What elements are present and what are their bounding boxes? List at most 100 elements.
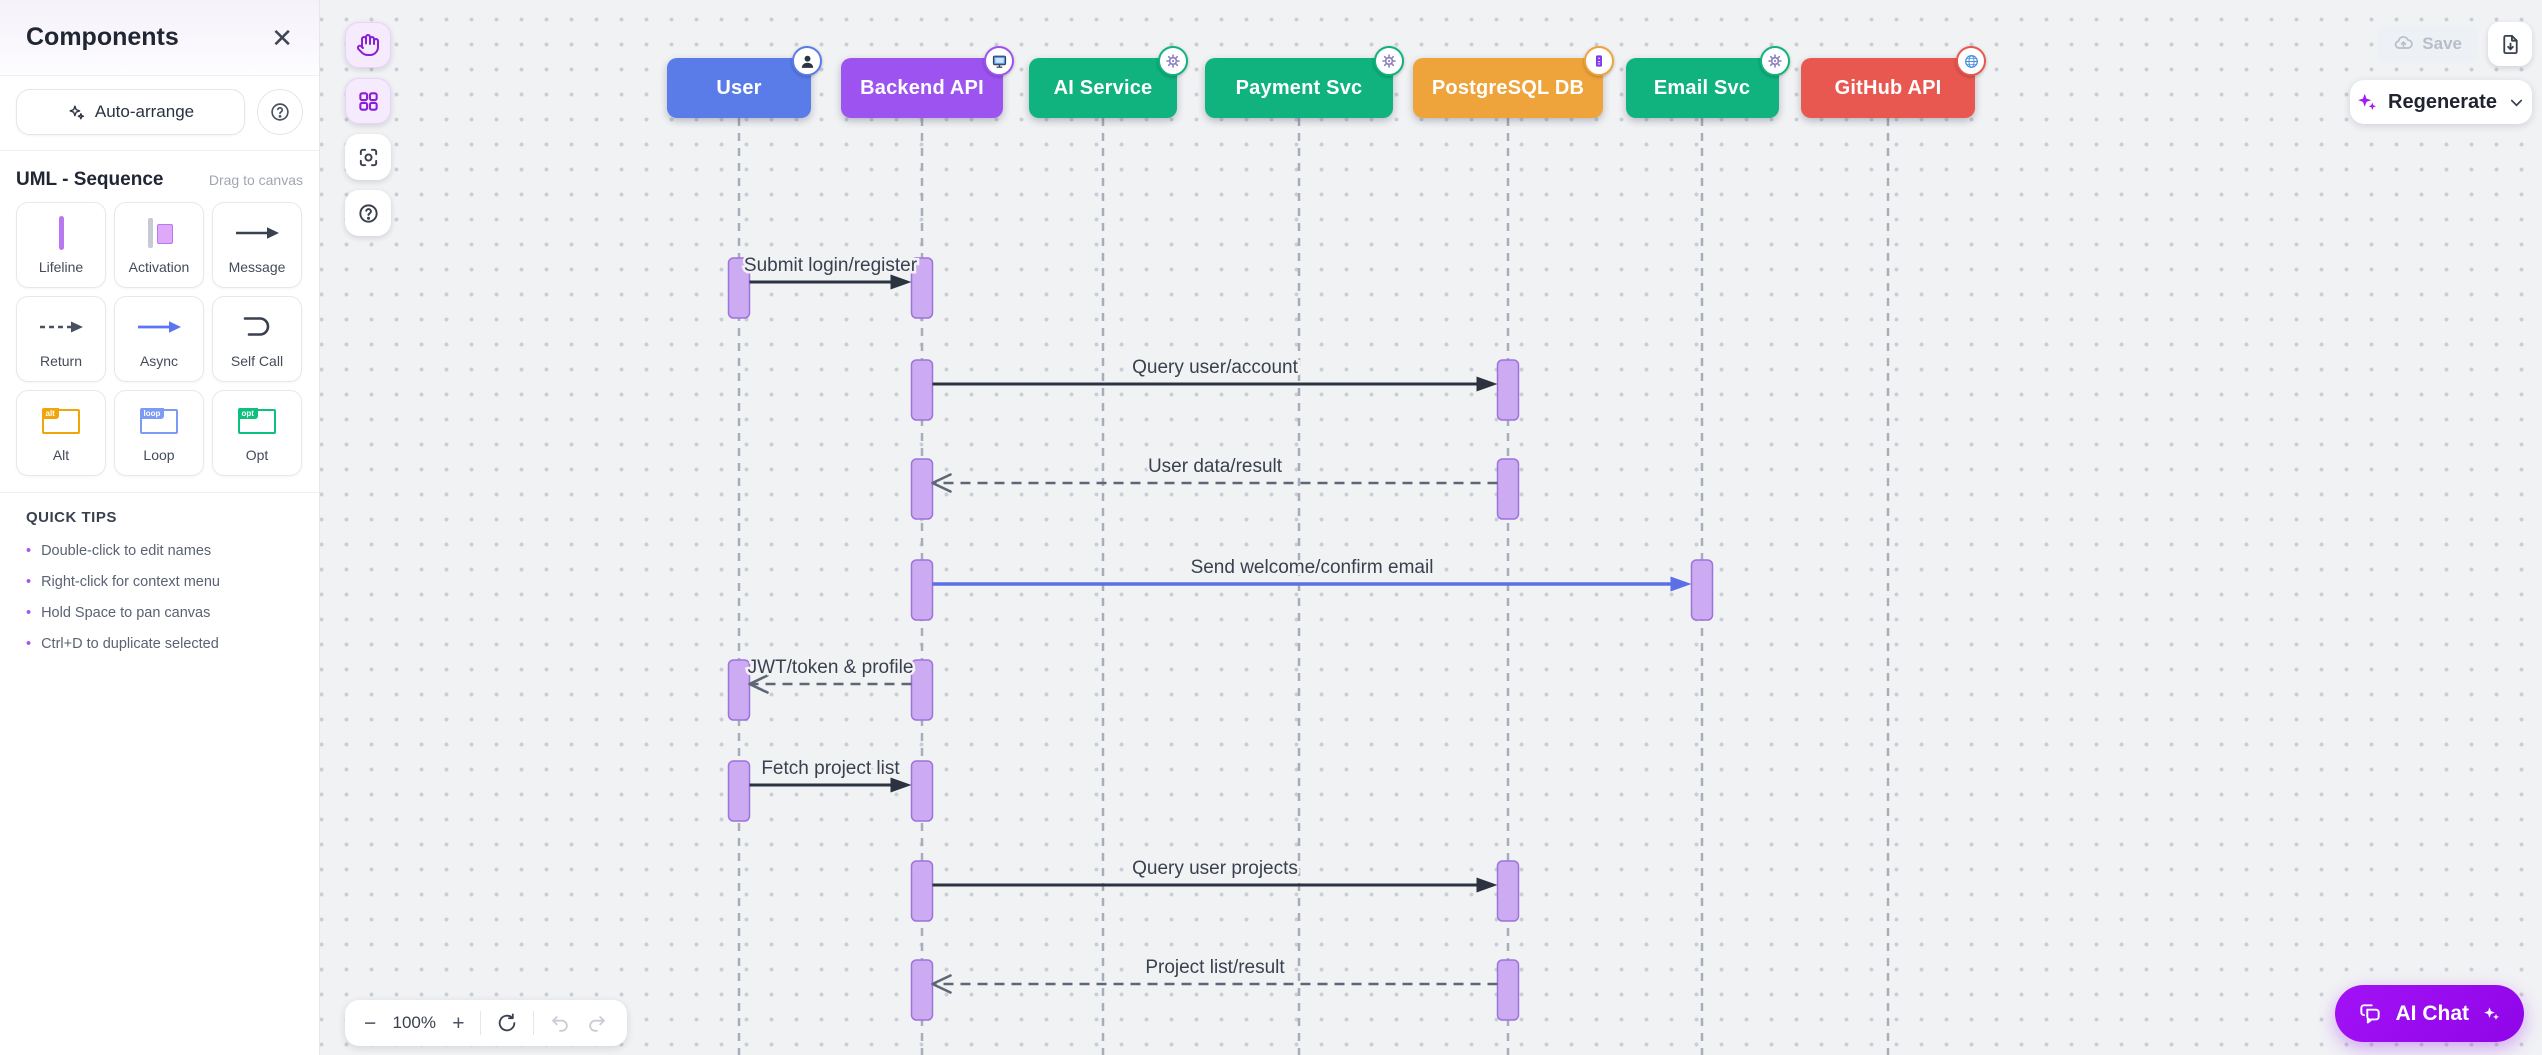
- export-button[interactable]: [2488, 22, 2532, 66]
- close-icon[interactable]: ✕: [271, 22, 293, 53]
- chat-bubbles-icon: [2357, 1001, 2383, 1027]
- actor-box[interactable]: User: [667, 46, 822, 118]
- message-label[interactable]: Project list/result: [1143, 955, 1288, 981]
- quick-tip: •Right-click for context menu: [26, 567, 293, 598]
- open-arrowhead-icon: [931, 974, 952, 994]
- components-grid-icon: [357, 90, 380, 113]
- database-badge-icon: [1584, 46, 1614, 76]
- filled-arrowhead-icon: [890, 777, 912, 793]
- palette-item-opt[interactable]: opt Opt: [212, 390, 302, 476]
- palette-item-message[interactable]: Message: [212, 202, 302, 288]
- zoom-level: 100%: [392, 1013, 436, 1032]
- actor-box[interactable]: GitHub API: [1801, 46, 1986, 118]
- palette-section-header: UML - Sequence Drag to canvas: [0, 151, 319, 202]
- bullet: •: [26, 543, 32, 559]
- filled-arrowhead-icon: [1476, 376, 1498, 392]
- palette-item-label: Loop: [143, 447, 175, 463]
- panel-title: Components: [26, 23, 179, 51]
- regenerate-button[interactable]: Regenerate: [2350, 80, 2532, 124]
- actor-box[interactable]: PostgreSQL DB: [1413, 46, 1614, 118]
- auto-arrange-button[interactable]: Auto-arrange: [16, 89, 245, 135]
- actor-box[interactable]: Email Svc: [1625, 46, 1790, 118]
- message-label[interactable]: Submit login/register: [741, 253, 920, 279]
- ai-chat-button[interactable]: AI Chat: [2334, 985, 2524, 1042]
- message-label[interactable]: User data/result: [1145, 454, 1285, 480]
- activation-bar[interactable]: [910, 659, 934, 721]
- component-palette: Lifeline Activation Message Return Async: [0, 202, 319, 476]
- activation-bar[interactable]: [1690, 559, 1714, 621]
- palette-item-label: Activation: [128, 259, 190, 275]
- help-icon: [357, 202, 380, 225]
- actor-name: PostgreSQL DB: [1431, 76, 1585, 99]
- file-download-icon: [2499, 33, 2522, 56]
- drag-hint: Drag to canvas: [208, 172, 303, 188]
- message-label[interactable]: Fetch project list: [759, 756, 903, 782]
- activation-bar[interactable]: [1496, 359, 1520, 421]
- activation-bar[interactable]: [910, 860, 934, 922]
- zoom-in-button[interactable]: +: [452, 1011, 465, 1035]
- palette-item-alt[interactable]: alt Alt: [16, 390, 106, 476]
- zoom-out-button[interactable]: −: [364, 1011, 377, 1035]
- quick-tip-text: Double-click to edit names: [41, 543, 212, 559]
- actor-name: AI Service: [1053, 76, 1153, 99]
- palette-item-async[interactable]: Async: [114, 296, 204, 382]
- reset-view-button[interactable]: [496, 1012, 518, 1034]
- actor-box[interactable]: Payment Svc: [1205, 46, 1404, 118]
- activation-bar[interactable]: [910, 559, 934, 621]
- pan-tool-button[interactable]: [345, 22, 391, 68]
- activation-bar[interactable]: [727, 760, 751, 822]
- fit-view-icon: [357, 146, 380, 169]
- palette-item-self-call[interactable]: Self Call: [212, 296, 302, 382]
- activation-bar[interactable]: [910, 959, 934, 1021]
- top-right-actions: Save Regenerate: [2350, 0, 2532, 124]
- activation-bar[interactable]: [910, 760, 934, 822]
- cloud-upload-icon: [2393, 34, 2414, 55]
- actor-box[interactable]: AI Service: [1029, 46, 1188, 118]
- activation-bar[interactable]: [910, 257, 934, 319]
- palette-item-loop[interactable]: loop Loop: [114, 390, 204, 476]
- actor-box[interactable]: Backend API: [841, 46, 1014, 118]
- message-label[interactable]: Send welcome/confirm email: [1188, 555, 1436, 581]
- components-toggle-button[interactable]: [345, 78, 391, 124]
- hand-pan-icon: [356, 33, 380, 57]
- actor-name: Backend API: [860, 76, 984, 99]
- panel-help-button[interactable]: [257, 89, 303, 135]
- activation-bar[interactable]: [910, 359, 934, 421]
- bullet: •: [26, 574, 32, 590]
- palette-item-activation[interactable]: Activation: [114, 202, 204, 288]
- palette-section-title: UML - Sequence: [16, 169, 164, 190]
- quick-tip: •Ctrl+D to duplicate selected: [26, 629, 293, 660]
- activation-bar[interactable]: [1496, 959, 1520, 1021]
- palette-item-lifeline[interactable]: Lifeline: [16, 202, 106, 288]
- palette-item-return[interactable]: Return: [16, 296, 106, 382]
- activation-bar[interactable]: [1496, 458, 1520, 520]
- redo-icon: [586, 1012, 608, 1034]
- help-button[interactable]: [345, 190, 391, 236]
- actor-name: Email Svc: [1653, 76, 1751, 99]
- fit-view-button[interactable]: [345, 134, 391, 180]
- activation-bar[interactable]: [1496, 860, 1520, 922]
- quick-tip-text: Hold Space to pan canvas: [41, 605, 211, 621]
- sparkles-icon: [2356, 91, 2378, 113]
- activation-bar[interactable]: [727, 659, 751, 721]
- save-label: Save: [2422, 34, 2462, 53]
- bullet: •: [26, 636, 32, 652]
- activation-bar[interactable]: [727, 257, 751, 319]
- redo-button[interactable]: [586, 1012, 608, 1034]
- undo-button[interactable]: [549, 1012, 571, 1034]
- return-arrow-icon: [38, 309, 84, 345]
- alt-fragment-icon: alt: [41, 403, 80, 439]
- sparkles-icon: [2482, 1004, 2502, 1024]
- palette-item-label: Async: [139, 353, 179, 369]
- canvas-toolbar: [345, 22, 391, 236]
- activation-bar[interactable]: [910, 458, 934, 520]
- message-label[interactable]: Query user projects: [1130, 856, 1301, 882]
- save-button[interactable]: Save: [2377, 25, 2478, 63]
- message-label[interactable]: Query user/account: [1130, 355, 1302, 381]
- gear-badge-icon: [1158, 46, 1188, 76]
- fragment-tag: opt: [237, 408, 258, 419]
- palette-item-label: Alt: [52, 447, 70, 463]
- message-label[interactable]: JWT/token & profile: [745, 655, 916, 681]
